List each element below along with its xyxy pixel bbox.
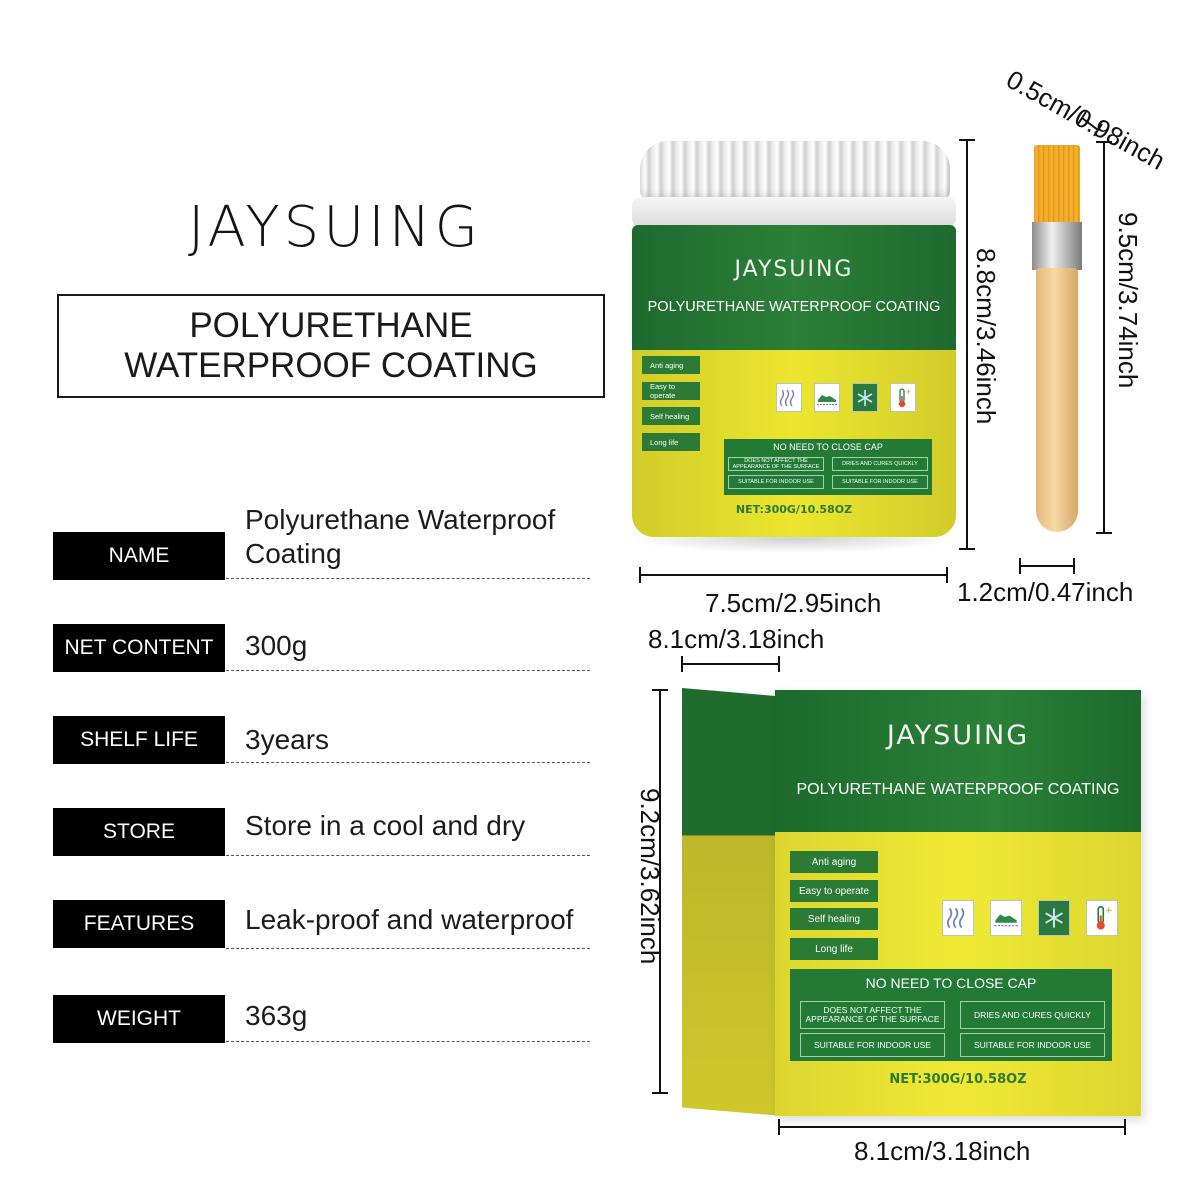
spec-label-name: NAME [53, 532, 225, 580]
jar-cell-appearance: DOES NOT AFFECT THE APPEARANCE OF THE SU… [728, 457, 824, 471]
jar-brand: JAYSUING [734, 257, 854, 282]
dim-jar-height: 8.8cm/3.46inch [971, 248, 1001, 425]
box-tag-anti-aging: Anti aging [790, 851, 878, 873]
spec-label-store: STORE [53, 808, 225, 856]
box-product-name: POLYURETHANE WATERPROOF COATING [796, 781, 1120, 798]
jar-label: JAYSUING POLYURETHANE WATERPROOF COATING… [632, 225, 956, 537]
jar-lid [640, 141, 950, 201]
jar-cell-indoor-use: SUITABLE FOR INDOOR USE [832, 475, 928, 489]
spec-value-name-line2: Coating [245, 538, 342, 569]
jar-tag-long-life: Long life [642, 433, 700, 451]
jar-info-panel: NO NEED TO CLOSE CAP DOES NOT AFFECT THE… [724, 439, 932, 495]
box-green-band [775, 690, 1141, 832]
shoe-icon [990, 900, 1022, 936]
snowflake-icon [1038, 900, 1070, 936]
spec-value-name: Polyurethane Waterproof Coating [245, 503, 615, 571]
snowflake-icon [852, 383, 878, 412]
box-tag-easy-to-operate: Easy to operate [790, 880, 878, 902]
box-cell-dries-quickly: DRIES AND CURES QUICKLY [960, 1001, 1105, 1029]
spec-divider [226, 762, 590, 763]
brush-bristles [1034, 145, 1080, 225]
dim-brush-length: 9.5cm/3.74inch [1113, 212, 1143, 389]
spec-value-net-content: 300g [245, 630, 308, 661]
product-title-line1: POLYURETHANE [189, 306, 473, 345]
spec-value-name-line1: Polyurethane Waterproof [245, 504, 556, 535]
jar-icon-row: + [776, 383, 916, 412]
dim-brush-handle-width: 1.2cm/0.47inch [957, 577, 1134, 607]
spec-divider [226, 670, 590, 671]
spec-label-shelf-life: SHELF LIFE [53, 716, 225, 764]
spec-value-store: Store in a cool and dry [245, 810, 526, 841]
spec-label-features: FEATURES [53, 900, 225, 948]
dim-box-height: 9.2cm/3.62inch [635, 788, 665, 965]
box-tag-self-healing: Self healing [790, 908, 878, 930]
jar-label-green-band [632, 225, 956, 350]
spec-value-shelf-life: 3years [245, 724, 330, 755]
svg-text:+: + [1105, 906, 1112, 916]
spec-label-net-content: NET CONTENT [53, 624, 225, 672]
spec-divider [226, 1041, 590, 1042]
box-info-panel: NO NEED TO CLOSE CAP DOES NOT AFFECT THE… [790, 969, 1112, 1061]
spec-divider [226, 578, 590, 579]
spec-divider [226, 855, 590, 856]
thermometer-icon: + [1086, 900, 1118, 936]
jar-cell-indoor-use: SUITABLE FOR INDOOR USE [728, 475, 824, 489]
jar-net-weight: NET:300G/10.58OZ [735, 503, 853, 516]
dim-jar-width: 7.5cm/2.95inch [705, 588, 882, 618]
spec-value-features: Leak-proof and waterproof [245, 904, 574, 935]
spec-label-weight: WEIGHT [53, 995, 225, 1043]
shoe-icon [814, 383, 840, 412]
jar-cell-dries-quickly: DRIES AND CURES QUICKLY [832, 457, 928, 471]
dim-box-depth: 8.1cm/3.18inch [648, 624, 825, 654]
box-cell-indoor-use: SUITABLE FOR INDOOR USE [800, 1033, 945, 1057]
box-cell-indoor-use: SUITABLE FOR INDOOR USE [960, 1033, 1105, 1057]
jar-tag-easy-to-operate: Easy to operate [642, 382, 700, 400]
box-tag-long-life: Long life [790, 938, 878, 960]
product-title-line2: WATERPROOF COATING [124, 346, 538, 385]
box-side-panel [682, 688, 782, 1116]
brand-logo: JAYSUING [187, 195, 483, 260]
box-brand: JAYSUING [886, 720, 1030, 751]
product-title-box: POLYURETHANE WATERPROOF COATING [57, 294, 605, 398]
jar-cap-notice: NO NEED TO CLOSE CAP [773, 442, 883, 452]
brush-ferrule [1032, 222, 1082, 270]
jar-rim [632, 197, 956, 227]
box-cap-notice: NO NEED TO CLOSE CAP [865, 975, 1037, 991]
box-cell-appearance: DOES NOT AFFECT THE APPEARANCE OF THE SU… [800, 1001, 945, 1029]
jar-product-name: POLYURETHANE WATERPROOF COATING [647, 299, 941, 315]
svg-text:+: + [906, 388, 912, 396]
spec-divider [226, 948, 590, 949]
dim-box-width: 8.1cm/3.18inch [854, 1136, 1031, 1166]
jar-tag-anti-aging: Anti aging [642, 356, 700, 374]
brush-handle [1036, 268, 1078, 532]
jar-tag-self-healing: Self healing [642, 407, 700, 425]
spec-value-weight: 363g [245, 1000, 308, 1031]
box-front-panel: JAYSUING POLYURETHANE WATERPROOF COATING… [775, 690, 1141, 1116]
thermometer-icon: + [890, 383, 916, 412]
box-net-weight: NET:300G/10.58OZ [889, 1072, 1027, 1087]
heat-waves-icon [942, 900, 974, 936]
box-icon-row: + [942, 900, 1118, 936]
heat-waves-icon [776, 383, 802, 412]
